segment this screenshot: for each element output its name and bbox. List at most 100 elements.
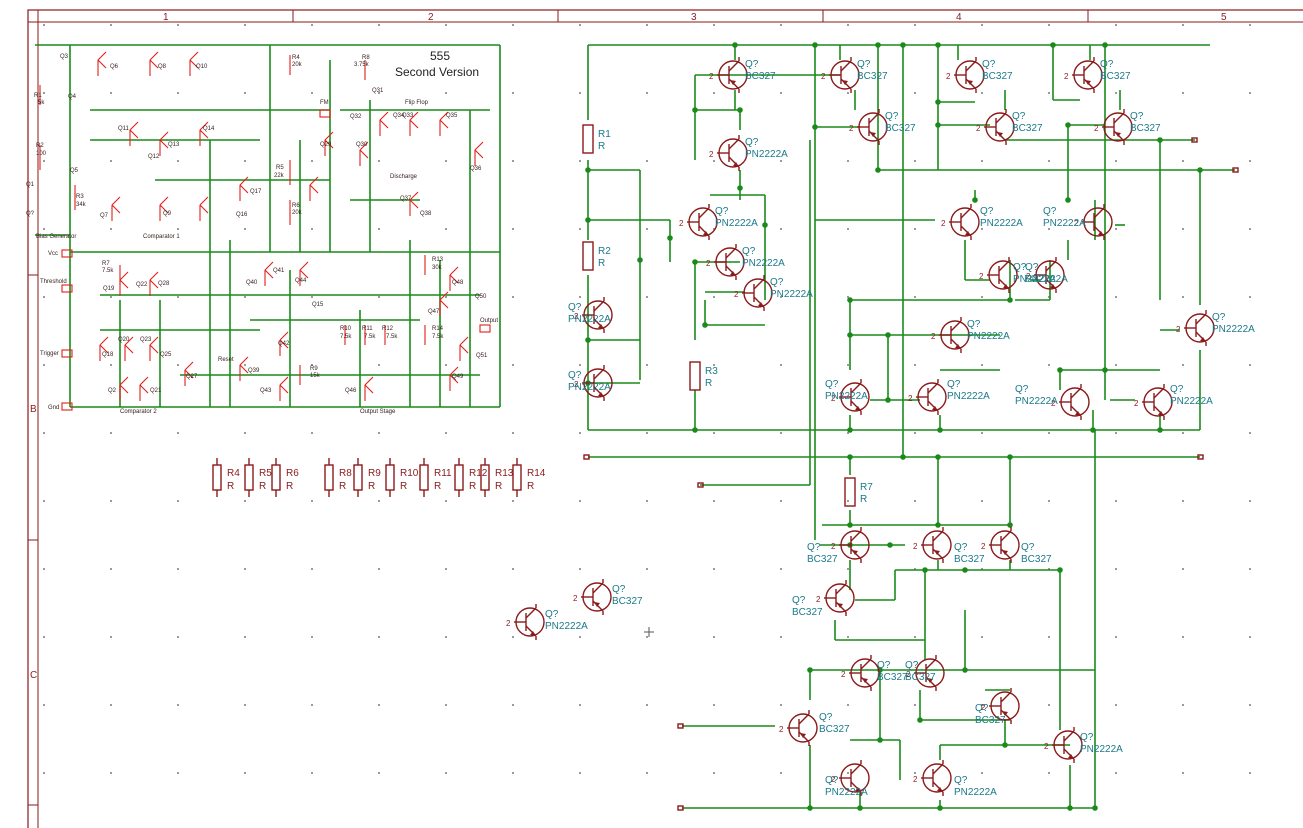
- resistor-r7[interactable]: R7R: [844, 477, 873, 507]
- transistor-pnp[interactable]: 2: [849, 109, 888, 145]
- resistor-r3[interactable]: R3R: [689, 361, 718, 391]
- emitter-arrow: [1158, 411, 1164, 416]
- grid-dot: [1115, 296, 1117, 298]
- transistor-pnp[interactable]: 2: [779, 710, 818, 746]
- base-pin-number: 2: [1064, 72, 1069, 81]
- transistor-npn[interactable]: 2: [908, 379, 947, 415]
- emitter-arrow: [955, 344, 961, 349]
- transistor-npn[interactable]: 2: [831, 379, 870, 415]
- transistor-pnp[interactable]: 2: [946, 57, 985, 93]
- transistor-npn[interactable]: 2: [913, 760, 952, 796]
- grid-dot: [1182, 636, 1184, 638]
- grid-dot: [914, 432, 916, 434]
- transistor-pnp[interactable]: 2: [1064, 57, 1103, 93]
- transistor-npn[interactable]: 2: [709, 135, 748, 171]
- transistor-npn[interactable]: 2: [734, 275, 773, 311]
- transistor-npn[interactable]: 2: [1074, 204, 1113, 240]
- loose-resistor-r4[interactable]: R4R: [212, 458, 240, 497]
- q34-label: Q34: [393, 113, 405, 119]
- label-flip-flop: Flip Flop: [405, 100, 429, 106]
- transistor-npn[interactable]: 2: [1134, 384, 1173, 420]
- transistor-pnp[interactable]: 2: [831, 527, 870, 563]
- grid-dot: [512, 160, 514, 162]
- grid-dot: [1048, 92, 1050, 94]
- transistor-pnp[interactable]: 2: [913, 527, 952, 563]
- grid-dot: [914, 364, 916, 366]
- q16-label: Q16: [236, 212, 248, 218]
- transistor-pnp[interactable]: 2: [981, 688, 1020, 724]
- transistor-npn[interactable]: 2: [1051, 384, 1090, 420]
- transistor-pnp[interactable]: 2: [906, 655, 945, 691]
- grid-dot: [244, 364, 246, 366]
- transistor-npn[interactable]: 2: [831, 760, 870, 796]
- resistor-ref: R9: [368, 468, 381, 479]
- grid-dot: [981, 160, 983, 162]
- resistor-value: R: [469, 481, 476, 492]
- transistor-pnp[interactable]: 2: [841, 655, 880, 691]
- grid-dot: [512, 704, 514, 706]
- grid-dot: [1048, 160, 1050, 162]
- grid-dot: [981, 24, 983, 26]
- base-pin-number: 2: [706, 259, 711, 268]
- transistor-pnp[interactable]: 2: [816, 580, 855, 616]
- transistor-npn[interactable]: 2: [1176, 310, 1215, 346]
- transistor-ref: Q?: [1080, 732, 1094, 743]
- grid-dot: [512, 364, 514, 366]
- transistor-pnp[interactable]: 2: [976, 109, 1015, 145]
- transistor-npn[interactable]: 2: [979, 257, 1018, 293]
- transistor-pnp[interactable]: 2: [981, 527, 1020, 563]
- transistor-pnp[interactable]: 2: [1094, 109, 1133, 145]
- loose-resistor-r8[interactable]: R8R: [324, 458, 352, 497]
- transistor-npn[interactable]: 2: [506, 604, 545, 640]
- resistor-value: R: [400, 481, 407, 492]
- grid-dot: [445, 568, 447, 570]
- transistor-type: PN2222A: [967, 331, 1010, 342]
- transistor-npn[interactable]: 2: [941, 204, 980, 240]
- resistor-r1[interactable]: R1R: [582, 124, 611, 154]
- transistor-ref: Q?: [1170, 384, 1184, 395]
- transistor-ref: Q?: [1012, 111, 1026, 122]
- grid-dot: [1048, 772, 1050, 774]
- resistor-value: R: [227, 481, 234, 492]
- grid-dot: [1182, 432, 1184, 434]
- grid-dot: [780, 160, 782, 162]
- r8-ref: R8: [362, 55, 370, 61]
- grid-dot: [110, 704, 112, 706]
- resistor-r2[interactable]: R2R: [582, 241, 611, 271]
- transistor-npn[interactable]: 2: [1044, 727, 1083, 763]
- q10-label: Q10: [196, 64, 208, 70]
- transistor-npn[interactable]: 2: [1026, 257, 1065, 293]
- resistor-value: R: [495, 481, 502, 492]
- transistor-npn[interactable]: 2: [574, 297, 613, 333]
- grid-dot: [445, 228, 447, 230]
- transistor-pnp[interactable]: 2: [709, 57, 748, 93]
- loose-resistor-r6[interactable]: R6R: [271, 458, 299, 497]
- base-pin-number: 2: [831, 542, 836, 551]
- row-label-b: B: [30, 404, 37, 415]
- base-pin-number: 2: [981, 542, 986, 551]
- q8-label: Q8: [158, 64, 167, 70]
- loose-resistor-r9[interactable]: R9R: [353, 458, 381, 497]
- terminal-markers: [583, 137, 1239, 811]
- transistor-npn[interactable]: 2: [931, 317, 970, 353]
- grid-dot: [646, 500, 648, 502]
- base-pin-number: 2: [1026, 272, 1031, 281]
- transistor-npn[interactable]: 2: [706, 244, 745, 280]
- loose-resistor-r5[interactable]: R5R: [244, 458, 272, 497]
- grid-dot: [177, 228, 179, 230]
- transistor-pnp[interactable]: 2: [821, 57, 860, 93]
- label-reset: Reset: [218, 357, 234, 363]
- grid-dot: [914, 228, 916, 230]
- resistor-ref: R11: [434, 468, 452, 479]
- grid-dot: [780, 568, 782, 570]
- transistor-pnp[interactable]: 2: [573, 579, 612, 615]
- transistor-npn[interactable]: 2: [679, 204, 718, 240]
- transistor-npn[interactable]: 2: [574, 365, 613, 401]
- grid-dot: [311, 500, 313, 502]
